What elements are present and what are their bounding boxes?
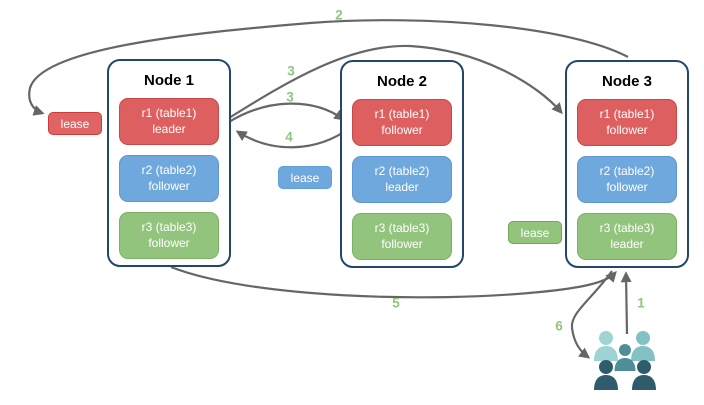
replica-name: r3 (table3) (374, 220, 430, 235)
arrow-3-node1-to-node2 (228, 102, 346, 123)
replica-r2-node3: r2 (table2) follower (577, 156, 677, 203)
arrow-6-node3-to-users (570, 270, 613, 359)
replica-r1-node2: r1 (table1) follower (352, 99, 452, 146)
arrow-2-node3-to-lease (28, 19, 629, 116)
arrow-label-5: 5 (392, 295, 400, 311)
replica-role: follower (606, 122, 648, 137)
replica-r1-node3: r1 (table1) follower (577, 99, 677, 146)
replica-name: r2 (table2) (374, 163, 430, 178)
replica-r3-node3: r3 (table3) leader (577, 213, 677, 260)
replica-name: r1 (table1) (599, 106, 655, 121)
replica-r3-node1: r3 (table3) follower (119, 212, 219, 259)
lease-badge-red: lease (48, 112, 102, 135)
replica-name: r1 (table1) (141, 105, 197, 120)
arrow-label-3-to-node3: 3 (287, 63, 295, 79)
arrow-label-4: 4 (285, 129, 293, 145)
arrow-label-3-to-node2: 3 (286, 89, 294, 105)
replica-role: follower (381, 236, 423, 251)
replica-r3-node2: r3 (table3) follower (352, 213, 452, 260)
arrow-label-1: 1 (637, 295, 645, 311)
arrow-1-users-to-node3 (620, 271, 632, 335)
arrow-3-node1-to-node3 (228, 44, 563, 119)
replica-r1-node1: r1 (table1) leader (119, 98, 219, 145)
arrow-label-2: 2 (335, 7, 343, 23)
node-2-card: Node 2 r1 (table1) follower r2 (table2) … (340, 60, 464, 268)
replica-role: follower (606, 179, 648, 194)
lease-badge-blue: lease (278, 166, 332, 189)
replica-r2-node2: r2 (table2) leader (352, 156, 452, 203)
node-1-card: Node 1 r1 (table1) leader r2 (table2) fo… (107, 59, 231, 267)
users-icon (594, 331, 656, 390)
replica-role: follower (381, 122, 423, 137)
replica-role: follower (148, 235, 190, 250)
replica-name: r2 (table2) (141, 162, 197, 177)
replica-r2-node1: r2 (table2) follower (119, 155, 219, 202)
replica-name: r1 (table1) (374, 106, 430, 121)
node-3-card: Node 3 r1 (table1) follower r2 (table2) … (565, 60, 689, 268)
replica-name: r2 (table2) (599, 163, 655, 178)
replica-name: r3 (table3) (141, 219, 197, 234)
replica-role: leader (385, 179, 419, 194)
replica-name: r3 (table3) (599, 220, 655, 235)
lease-badge-green: lease (508, 221, 562, 244)
arrow-4-node2-to-node1 (235, 127, 351, 149)
node-title: Node 2 (376, 73, 427, 90)
arrow-5-node1-to-node3 (170, 265, 617, 299)
replica-role: leader (152, 121, 186, 136)
node-title: Node 1 (143, 72, 194, 89)
arrow-label-6: 6 (555, 318, 563, 334)
replica-role: leader (610, 236, 644, 251)
replica-role: follower (148, 178, 190, 193)
node-title: Node 3 (601, 73, 652, 90)
